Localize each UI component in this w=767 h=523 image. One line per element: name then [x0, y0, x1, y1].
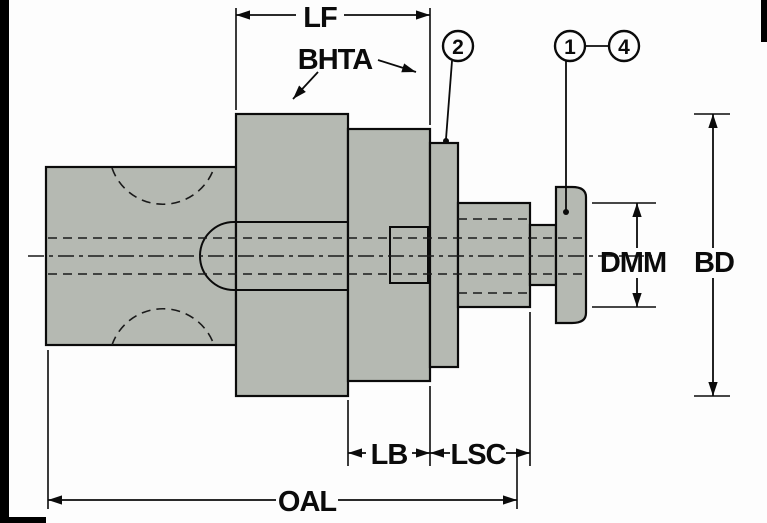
- dim-label-lf: LF: [303, 2, 337, 34]
- callout-circle-1: [553, 29, 587, 63]
- callout-label-4: 4: [618, 36, 630, 59]
- dim-label-oal: OAL: [278, 486, 337, 518]
- leader-dot-2: [443, 138, 449, 144]
- callout-label-1: 1: [564, 36, 576, 59]
- retention-screw-head: [554, 185, 588, 325]
- thread-pocket-outline: [389, 226, 429, 284]
- dim-label-lsc: LSC: [451, 439, 507, 471]
- dimension-lines: [48, 10, 718, 505]
- leader-callout-2: [445, 60, 453, 140]
- dimension-labels: LF BHTA LB LSC OAL DMM BD: [278, 2, 735, 518]
- leader-dot-1: [563, 209, 569, 215]
- scan-border-top-right: [761, 0, 767, 42]
- flange-body: [234, 112, 350, 398]
- dim-label-bd: BD: [694, 247, 734, 279]
- spacer-ring: [428, 141, 460, 369]
- scan-border-left: [0, 0, 9, 523]
- leader-bhta-right: [377, 59, 417, 73]
- tool-holder-body: [28, 112, 652, 398]
- scan-border-bottom-left: [0, 517, 46, 523]
- callout-circle-4: [607, 29, 641, 63]
- dim-label-lb: LB: [371, 439, 408, 471]
- callout-leaders: [443, 45, 609, 215]
- shank-groove-arc-bottom: [111, 307, 215, 346]
- callout-balloons: 2 1 4: [441, 29, 641, 63]
- arbor-body: [456, 201, 532, 309]
- callout-label-2: 2: [452, 36, 464, 59]
- dim-label-dmm: DMM: [600, 247, 666, 279]
- screw-neck: [528, 223, 558, 287]
- dim-label-bhta: BHTA: [298, 44, 373, 76]
- leader-bhta-left: [292, 71, 319, 100]
- callout-circle-2: [441, 29, 475, 63]
- shank-groove-arc-top: [111, 167, 215, 206]
